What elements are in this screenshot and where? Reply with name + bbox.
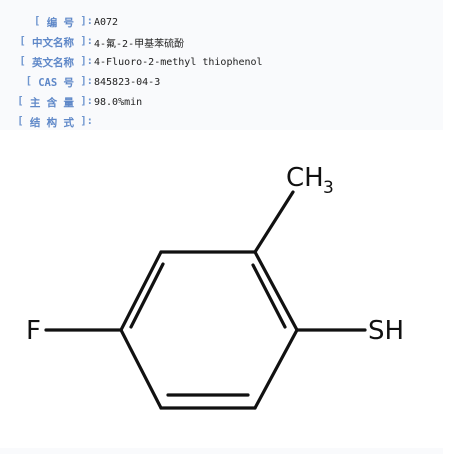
atom-fluorine: F: [26, 316, 41, 346]
molecule-diagram: F SH CH 3: [26, 163, 404, 410]
row-purity: [ 主 含 量 ]: 98.0%min: [0, 92, 443, 112]
row-structure-formula: [ 结 构 式 ]:: [0, 112, 443, 132]
bracket-open: [: [17, 114, 24, 127]
bond-c4-c3: [119, 250, 163, 332]
label-structure-formula: 结 构 式: [29, 116, 75, 129]
field-label: [ 编 号 ]:: [0, 15, 93, 30]
bond-c2-methyl: [253, 190, 295, 254]
label-chinese-name: 中文名称: [32, 36, 75, 49]
field-label: [ 结 构 式 ]:: [0, 115, 93, 130]
bracket-open: [: [17, 94, 24, 107]
bracket-open: [: [34, 14, 41, 27]
label-purity: 主 含 量: [29, 96, 75, 109]
bond-c1-c6: [253, 328, 299, 410]
value-purity: 98.0%min: [94, 96, 143, 108]
bracket-close: ]:: [80, 94, 93, 107]
structure-image: F SH CH 3: [0, 130, 443, 448]
double-bond-c2-c1: [251, 263, 287, 329]
value-cas-number: 845823-04-3: [94, 76, 161, 88]
bond-c2-c1: [253, 250, 299, 332]
double-bond-c3-c4: [129, 262, 165, 329]
row-chinese-name: [ 中文名称 ]: 4-氟-2-甲基苯硫酚: [0, 32, 443, 52]
atom-methyl: CH: [286, 163, 324, 193]
bracket-close: ]:: [80, 14, 93, 27]
label-cas-number: CAS 号: [38, 76, 75, 89]
bracket-open: [: [19, 34, 26, 47]
value-english-name: 4-Fluoro-2-methyl thiophenol: [94, 56, 263, 68]
label-english-name: 英文名称: [32, 56, 75, 69]
row-cas-number: [ CAS 号 ]: 845823-04-3: [0, 72, 443, 92]
atom-methyl-subscript: 3: [323, 178, 334, 198]
field-label: [ 英文名称 ]:: [0, 55, 93, 70]
bond-c5-c4: [119, 328, 163, 410]
atom-thiol: SH: [368, 316, 404, 346]
label-code: 编 号: [46, 16, 75, 29]
bracket-open: [: [19, 54, 26, 67]
field-label: [ 主 含 量 ]:: [0, 95, 93, 110]
bracket-close: ]:: [80, 74, 93, 87]
field-label: [ CAS 号 ]:: [0, 75, 93, 90]
bracket-close: ]:: [80, 54, 93, 67]
bond-lines: [44, 190, 367, 410]
field-label: [ 中文名称 ]:: [0, 35, 93, 50]
row-code: [ 编 号 ]: A072: [0, 12, 443, 32]
value-code: A072: [94, 16, 119, 28]
bracket-close: ]:: [80, 114, 93, 127]
row-english-name: [ 英文名称 ]: 4-Fluoro-2-methyl thiophenol: [0, 52, 443, 72]
info-rows: [ 编 号 ]: A072 [ 中文名称 ]: 4-氟-2-甲基苯硫酚 [ 英文…: [0, 12, 443, 132]
bracket-open: [: [25, 74, 32, 87]
value-chinese-name: 4-氟-2-甲基苯硫酚: [94, 38, 185, 50]
bracket-close: ]:: [80, 34, 93, 47]
